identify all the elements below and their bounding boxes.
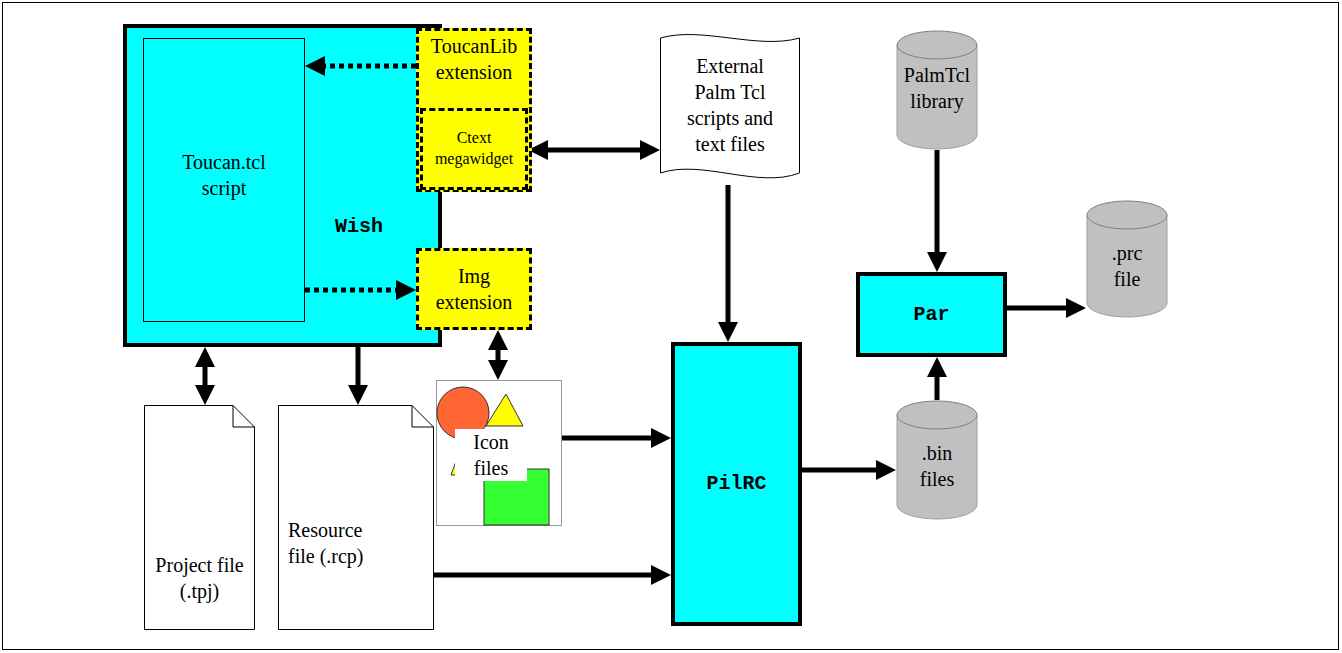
tool-name: Par: [913, 302, 949, 328]
flow-arrow: [1007, 298, 1086, 318]
node-label: Img extension: [424, 263, 524, 315]
flow-arrow: [718, 185, 738, 342]
flow-arrow: [488, 330, 508, 380]
node-label: .bin files: [912, 440, 962, 492]
page-outline: [661, 35, 800, 178]
node-label: External Palm Tcl scripts and text files: [685, 53, 775, 157]
document-shape: External Palm Tcl scripts and text files: [660, 30, 800, 185]
database-cylinder: .prc file: [1086, 200, 1168, 318]
arrow-head: [348, 385, 368, 405]
tool-box: Par: [856, 272, 1007, 357]
icon-picture: Icon files: [436, 380, 562, 526]
host-box: WishToucan.tcl scriptToucanLib extension…: [123, 24, 442, 347]
solid-line: [935, 150, 940, 256]
flow-arrow: [927, 150, 947, 272]
arrow-head: [718, 322, 738, 342]
flow-arrow: [434, 565, 671, 585]
arrow-head: [195, 347, 215, 367]
arrow-head: [195, 385, 215, 405]
document-shape: Resource file (.rcp): [278, 405, 434, 630]
dotted-line: [321, 64, 416, 69]
arrow-head: [1066, 298, 1086, 318]
script-box: Toucan.tcl script: [143, 38, 305, 322]
page-fold: [233, 406, 255, 428]
solid-line: [726, 185, 731, 326]
cylinder-body: [897, 415, 977, 519]
tool-name: Wish: [335, 214, 383, 240]
solid-line: [356, 347, 361, 389]
arrow-head: [651, 428, 671, 448]
solid-line: [1007, 306, 1070, 311]
solid-line: [544, 148, 644, 153]
cylinder-top: [1087, 201, 1167, 229]
yellow-triangle: [486, 394, 523, 426]
dotted-line: [305, 288, 400, 293]
node-label: Resource file (.rcp): [288, 517, 388, 569]
cylinder-top: [897, 31, 977, 59]
arrow-head: [876, 460, 896, 480]
node-label: ToucanLib extension: [424, 33, 524, 85]
page-outline: [145, 406, 255, 630]
cylinder-top: [897, 401, 977, 429]
database-cylinder: PalmTcl library: [896, 30, 978, 150]
flow-arrow: [305, 56, 416, 76]
flow-arrow: [195, 347, 215, 405]
flow-arrow: [528, 140, 660, 160]
flow-arrow: [927, 357, 947, 400]
flow-arrow: [305, 280, 416, 300]
node-label: Project file (.tpj): [150, 552, 250, 604]
node-label: Toucan.tcl script: [174, 149, 274, 201]
tool-box: PilRC: [671, 342, 802, 626]
host-fill: [123, 24, 442, 347]
arrow-head: [651, 565, 671, 585]
solid-line: [802, 468, 880, 473]
flow-arrow: [562, 428, 671, 448]
flow-arrow: [348, 347, 368, 405]
solid-line: [434, 573, 655, 578]
cylinder-body: [1087, 215, 1167, 317]
extension-box: ToucanLib extensionCtext megawidget: [416, 28, 532, 192]
arrow-head: [305, 56, 325, 76]
document-shape: Project file (.tpj): [144, 405, 255, 630]
tool-name: PilRC: [706, 471, 766, 497]
node-label: Ctext megawidget: [427, 128, 522, 170]
arrow-head: [927, 252, 947, 272]
node-label: PalmTcl library: [899, 62, 975, 114]
widget-box: Ctext megawidget: [420, 108, 528, 190]
arrow-head: [488, 330, 508, 350]
arrow-head: [927, 357, 947, 377]
solid-line: [562, 436, 655, 441]
arrow-head: [396, 280, 416, 300]
page-outline: [279, 406, 434, 630]
doc-outline: [278, 405, 434, 630]
solid-line: [935, 373, 940, 400]
page-fold: [412, 406, 434, 428]
figure-frame: [3, 3, 1339, 650]
extension-box: Img extension: [416, 248, 532, 330]
database-cylinder: .bin files: [896, 400, 978, 520]
flow-arrow: [802, 460, 896, 480]
node-label: .prc file: [1102, 240, 1152, 292]
cylinder-body: [897, 45, 977, 149]
arrow-head: [488, 360, 508, 380]
arrow-head: [640, 140, 660, 160]
node-label: Icon files: [455, 429, 527, 481]
